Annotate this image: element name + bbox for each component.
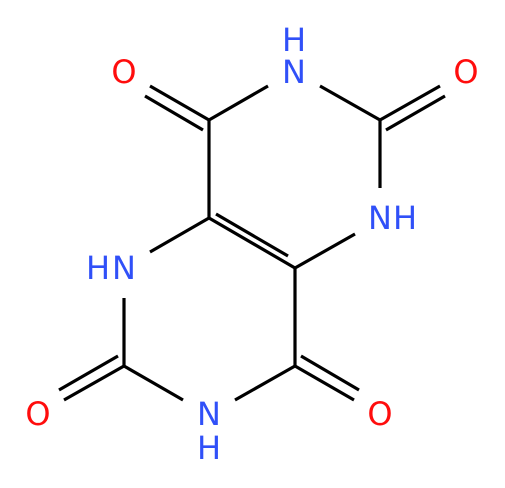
atom-labels: O H N O N H H N O N H O — [25, 21, 478, 467]
bond-c6-o2-b — [385, 94, 446, 132]
bond-c4-o4-b — [300, 354, 360, 392]
bond-c2-o3-b — [58, 354, 119, 392]
atom-hydrogen-right: H — [393, 199, 417, 237]
atom-oxygen-top-right: O — [453, 53, 478, 91]
bond-c6-o2-a — [379, 84, 441, 122]
atom-oxygen-bottom-left: O — [25, 395, 50, 433]
atom-oxygen-top-left: O — [111, 53, 136, 91]
bond-c8a-n1 — [149, 216, 210, 254]
bond-c4-o4-a — [294, 364, 355, 402]
bond-c2-o3-a — [63, 364, 125, 402]
bond-n5-c4a — [294, 232, 356, 270]
atom-nitrogen-bottom: N — [197, 395, 221, 433]
bonds — [58, 84, 446, 402]
atom-nitrogen-left: N — [112, 249, 136, 287]
bond-c8-o1-b — [144, 94, 204, 132]
atom-hydrogen-top: H — [282, 21, 306, 59]
bond-n3-c4 — [234, 364, 296, 402]
atom-hydrogen-left: H — [86, 249, 110, 287]
bond-n7-c6 — [319, 84, 381, 122]
atom-hydrogen-bottom: H — [197, 429, 221, 467]
bond-c2-n3 — [123, 364, 184, 402]
bond-c8-o1-a — [149, 84, 210, 122]
atom-oxygen-bottom-right: O — [367, 395, 392, 433]
bond-c4a-c8a-main — [208, 216, 296, 270]
bond-c4a-c8a-inner — [215, 212, 289, 258]
atom-nitrogen-right: N — [368, 199, 392, 237]
bond-c8-n7 — [208, 84, 269, 122]
atom-nitrogen-top: N — [282, 53, 306, 91]
